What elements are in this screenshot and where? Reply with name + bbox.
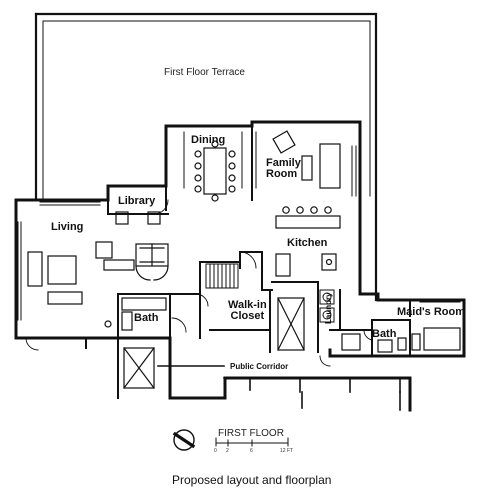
library-chairs [115, 211, 161, 225]
label-maids-room: Maid's Room [397, 306, 466, 318]
family-room-furniture [272, 130, 341, 189]
terrace-outline [34, 12, 378, 302]
label-terrace: First Floor Terrace [164, 67, 245, 78]
living-furniture [27, 241, 135, 305]
maids-room-furniture [341, 327, 461, 353]
scale-tick-6: 6 [250, 448, 253, 454]
scale-bar [215, 437, 289, 447]
label-kitchen: Kitchen [287, 237, 328, 249]
label-dining: Dining [191, 134, 226, 146]
label-walk-in-closet: Walk-in Closet [228, 299, 267, 322]
label-bath-left: Bath [134, 312, 159, 324]
scale-tick-12: 12 FT [280, 448, 294, 454]
door-swings [25, 199, 373, 367]
windows [17, 131, 461, 321]
label-laundry: Laundry [324, 292, 333, 324]
bath-left-fixtures [104, 297, 167, 331]
laundry-units [319, 289, 335, 323]
dining-table [194, 140, 236, 202]
scale-tick-0: 0 [214, 448, 217, 454]
floor-title: FIRST FLOOR [218, 428, 284, 439]
scale-tick-2: 2 [226, 448, 229, 454]
label-family-room: Family Room [266, 157, 301, 180]
service-shafts [123, 297, 305, 389]
interior-walls [85, 125, 411, 399]
figure-caption: Proposed layout and floorplan [172, 473, 332, 487]
stair [205, 263, 239, 289]
library-shelves [135, 243, 169, 281]
corridor-walls [157, 365, 411, 411]
north-arrow-icon [172, 429, 196, 451]
label-living: Living [51, 221, 84, 233]
label-public-corridor: Public Corridor [230, 362, 289, 371]
label-bath-right: Bath [372, 328, 397, 340]
label-library: Library [118, 195, 156, 207]
kitchen-island [275, 206, 341, 277]
